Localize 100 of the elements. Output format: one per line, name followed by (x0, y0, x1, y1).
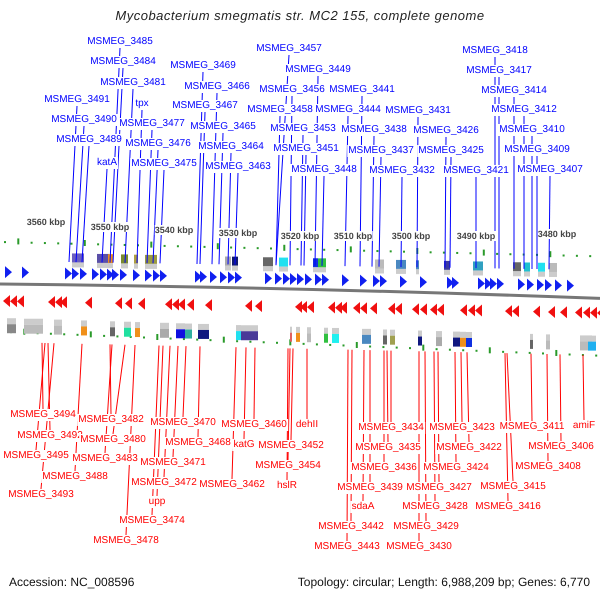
gene-label: MSMEG_3415 (479, 481, 547, 493)
scale-label: 3520 kbp (280, 231, 320, 241)
gene-label: MSMEG_3495 (2, 450, 70, 462)
gene-label: MSMEG_3417 (465, 65, 533, 77)
leader-line (460, 352, 462, 422)
gene-label: MSMEG_3409 (503, 144, 571, 156)
gene-label: MSMEG_3463 (204, 161, 272, 173)
scale-label: 3490 kbp (456, 231, 496, 241)
leader-line (198, 346, 200, 438)
gene-label: MSMEG_3416 (474, 501, 542, 513)
leader-line (254, 347, 256, 420)
gene-label: MSMEG_3442 (317, 521, 385, 533)
gene-label: MSMEG_3467 (171, 100, 239, 112)
gene-label: MSMEG_3482 (77, 414, 145, 426)
gene-label: MSMEG_3491 (43, 94, 111, 106)
gene-label: MSMEG_3443 (313, 541, 381, 553)
gene-label: MSMEG_3437 (347, 145, 415, 157)
gene-label: MSMEG_3412 (490, 104, 558, 116)
leader-line (244, 346, 246, 440)
gene-label: MSMEG_3414 (480, 85, 548, 97)
gene-label: MSMEG_3423 (428, 422, 496, 434)
gene-label: MSMEG_3427 (405, 482, 473, 494)
leader-line (536, 156, 538, 270)
gene-label: MSMEG_3407 (516, 164, 584, 176)
leader-line (322, 176, 324, 266)
gene-label: MSMEG_3411 (498, 421, 566, 433)
gene-label: MSMEG_3449 (284, 64, 352, 76)
gene-label: MSMEG_3470 (149, 417, 217, 429)
leader-line (378, 156, 382, 268)
leader-line (102, 168, 108, 264)
gene-label: MSMEG_3489 (55, 134, 123, 146)
leader-line (48, 342, 50, 430)
gene-label: MSMEG_3434 (357, 422, 425, 434)
leader-line (152, 150, 158, 264)
leader-line (232, 346, 236, 480)
gene-label: MSMEG_3462 (198, 479, 266, 491)
gene-label: MSMEG_3441 (328, 84, 396, 96)
gene-label: MSMEG_3432 (368, 165, 436, 177)
gene-label: tpx (134, 98, 150, 110)
gene-label: MSMEG_3460 (220, 419, 288, 431)
leader-line (582, 354, 584, 420)
leader-line (466, 352, 470, 442)
scale-label: 3550 kbp (90, 222, 130, 232)
gene-label: MSMEG_3452 (257, 440, 325, 452)
gene-label: MSMEG_3476 (124, 138, 192, 150)
gene-label: MSMEG_3430 (385, 541, 453, 553)
gene-label: MSMEG_3478 (92, 535, 160, 547)
gene-label: MSMEG_3448 (290, 164, 358, 176)
scale-label: 3500 kbp (392, 231, 430, 241)
leader-line (560, 354, 562, 442)
gene-label: katG (232, 439, 256, 451)
gene-label: MSMEG_3418 (461, 45, 529, 57)
leader-line (160, 170, 164, 264)
gene-label: MSMEG_3471 (139, 457, 207, 469)
leader-line (42, 342, 44, 410)
gene-label: MSMEG_3421 (442, 165, 510, 177)
gene-label: MSMEG_3493 (7, 489, 75, 501)
leader-line (400, 176, 402, 268)
footer-text: Topology: circular; Length: 6,988,209 bp; Genes: 6,770 (298, 575, 590, 589)
gene-label: MSMEG_3475 (130, 158, 198, 170)
gene-label: MSMEG_3483 (71, 453, 139, 465)
gene-label: MSMEG_3469 (169, 60, 237, 72)
gene-label: MSMEG_3422 (435, 442, 503, 454)
gene-label: MSMEG_3458 (246, 104, 314, 116)
leader-line (390, 350, 392, 422)
gene-label: upp (148, 496, 166, 508)
gene-label: MSMEG_3438 (340, 124, 408, 136)
gene-label: MSMEG_3477 (118, 118, 186, 130)
gene-label: MSMEG_3444 (314, 104, 382, 116)
title: Mycobacterium smegmatis str. MC2 155, complete genome (114, 9, 486, 22)
leader-line (110, 344, 112, 414)
gene-label: MSMEG_3424 (422, 462, 490, 474)
scale-label: 3540 kbp (154, 225, 194, 235)
gene-label: MSMEG_3436 (350, 462, 418, 474)
gene-label: MSMEG_3454 (254, 460, 322, 472)
gene-label: sdaA (350, 501, 376, 513)
scale-label: 3480 kbp (538, 229, 576, 239)
gene-label: MSMEG_3431 (384, 105, 452, 117)
scale-label: 3560 kbp (26, 217, 66, 227)
leader-line (234, 172, 238, 266)
gene-label: MSMEG_3466 (183, 81, 251, 93)
gene-label: MSMEG_3425 (417, 145, 485, 157)
leader-line (548, 176, 550, 270)
leader-line (290, 348, 294, 440)
leader-line (386, 350, 388, 442)
gene-label: MSMEG_3472 (130, 477, 198, 489)
leader-line (306, 348, 308, 420)
gene-label: MSMEG_3435 (354, 442, 422, 454)
gene-label: MSMEG_3406 (527, 441, 595, 453)
gene-label: MSMEG_3456 (258, 84, 326, 96)
leader-line (82, 146, 90, 263)
footer-text: Accession: NC_008596 (9, 575, 134, 589)
scale-label: 3510 kbp (334, 231, 372, 241)
scale-label: 3530 kbp (218, 228, 258, 238)
gene-label: MSMEG_3481 (99, 77, 167, 89)
leader-line (288, 348, 290, 460)
leader-line (506, 352, 514, 482)
gene-label: MSMEG_3429 (392, 521, 460, 533)
leader-line (346, 349, 348, 542)
leader-line (182, 346, 186, 418)
